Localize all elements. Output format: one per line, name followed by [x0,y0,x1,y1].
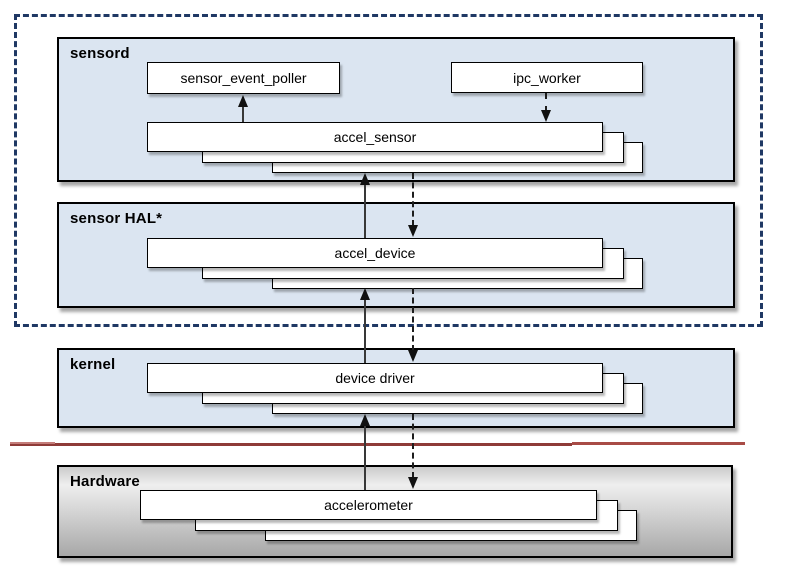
node-ipc-worker: ipc_worker [451,62,643,93]
node-accelerometer-label: accelerometer [324,497,413,513]
arrow-accel-device-to-device-driver-line [412,288,414,351]
arrow-accel-device-to-device-driver-head-down-icon [408,350,418,362]
node-accelerometer: accelerometer [140,490,597,520]
arrow-device-driver-to-accelerometer-line [412,414,414,478]
process-boundary-dashed-box [14,14,763,327]
section-sensord-label: sensord [70,45,130,62]
node-accel-device-label: accel_device [334,245,416,261]
arrow-accelerometer-to-device-driver-line [364,422,366,490]
arrow-accel-sensor-to-accel-device-head-down-icon [408,225,418,237]
arrow-ipc-worker-to-accel-sensor-line [545,93,547,112]
arrow-ipc-worker-to-accel-sensor-head-down-icon [541,110,551,122]
arrow-accel-sensor-to-poller-line [242,103,244,122]
section-hardware-label: Hardware [70,473,140,490]
arrow-accelerometer-to-device-driver-head-up-icon [360,414,370,426]
node-device-driver: device driver [147,363,603,393]
section-kernel-label: kernel [70,356,116,373]
arrow-accel-device-to-accel-sensor-line [364,181,366,238]
arrow-accel-sensor-to-accel-device-line [412,173,414,226]
hardware-divider-line-right [572,442,745,445]
section-sensor-hal-label: sensor HAL* [70,210,163,227]
hardware-divider-line-left-cap [10,442,55,444]
arrow-accel-sensor-to-poller-head-up-icon [238,95,248,107]
arrow-device-driver-to-accel-device-head-up-icon [360,288,370,300]
node-sensor-event-poller-label: sensor_event_poller [180,70,307,86]
node-accel-device: accel_device [147,238,603,268]
node-ipc-worker-label: ipc_worker [513,69,581,86]
node-device-driver-label: device driver [335,370,415,386]
hardware-divider-line [10,443,572,446]
node-accel-sensor-label: accel_sensor [333,129,417,145]
node-sensor-event-poller: sensor_event_poller [147,62,340,94]
arrow-device-driver-to-accelerometer-head-down-icon [408,477,418,489]
node-accel-sensor: accel_sensor [147,122,603,152]
arrow-accel-device-to-accel-sensor-head-up-icon [360,173,370,185]
arrow-device-driver-to-accel-device-line [364,296,366,363]
